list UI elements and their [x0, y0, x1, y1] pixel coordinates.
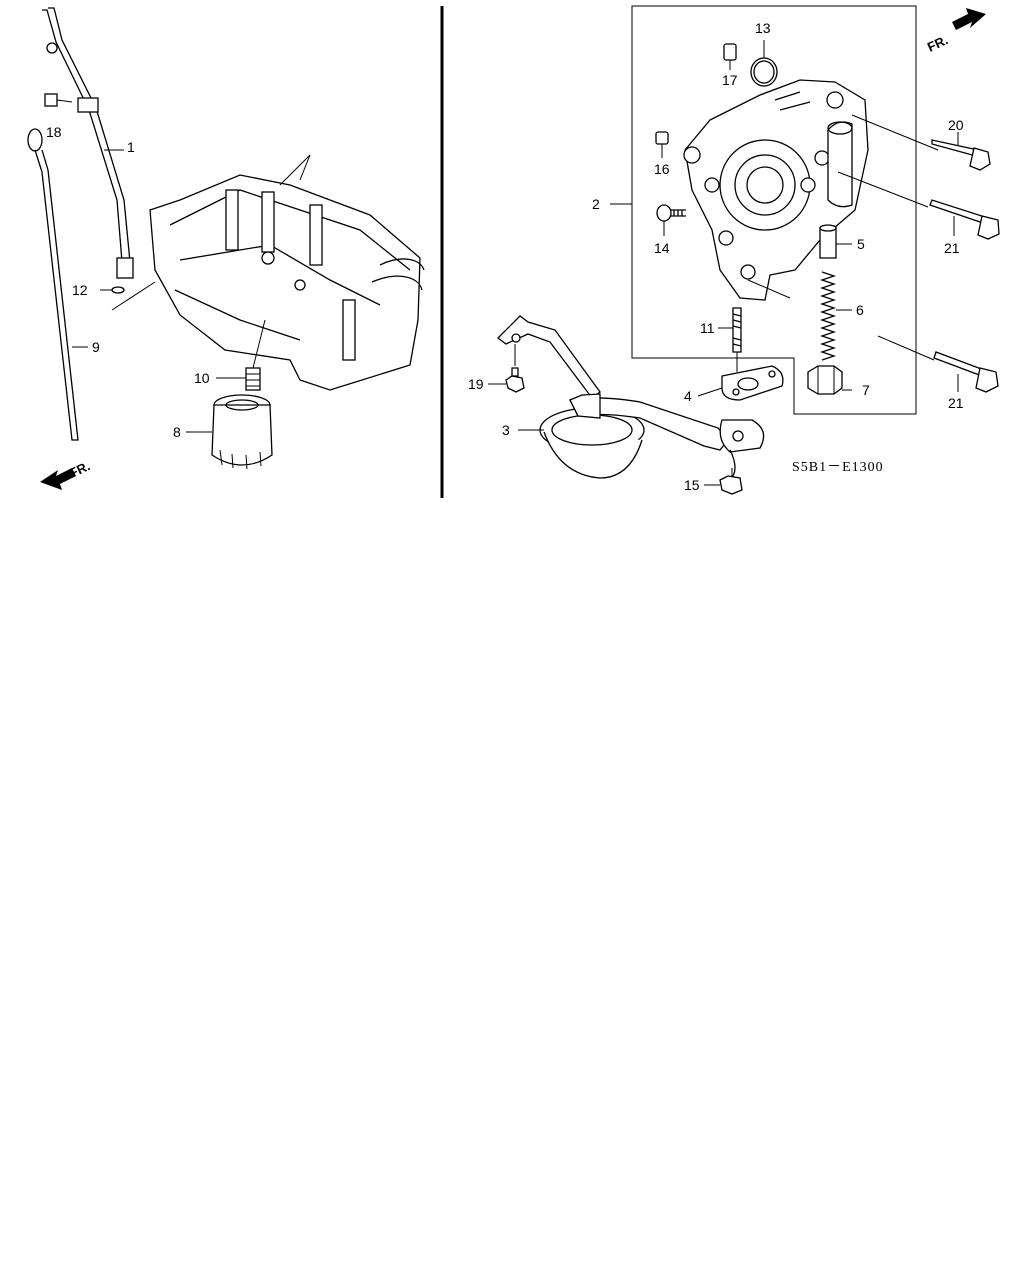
oil-pan-leader-b — [299, 154, 311, 181]
bolt-21-lower — [877, 335, 999, 393]
dipstick-tube — [42, 7, 134, 279]
bolt-19 — [505, 344, 525, 393]
callout-5: 5 — [857, 236, 865, 252]
gasket-4 — [721, 365, 784, 401]
callout-4: 4 — [684, 388, 692, 404]
callout-10: 10 — [194, 370, 210, 386]
callout-19: 19 — [468, 376, 484, 392]
callout-12: 12 — [72, 282, 88, 298]
callout-3: 3 — [502, 422, 510, 438]
callout-15: 15 — [684, 477, 700, 493]
o-ring-12 — [111, 286, 125, 294]
callout-21-lower: 21 — [948, 395, 964, 411]
pump-assembly-bracket — [631, 5, 917, 415]
bolt-21-upper — [837, 171, 1000, 240]
callout-11: 11 — [700, 320, 715, 336]
pan-leader-12 — [111, 281, 156, 311]
o-ring-13 — [750, 57, 778, 87]
callout-2: 2 — [592, 196, 600, 212]
front-direction-arrow-left: FR. — [40, 458, 92, 490]
front-label-right: FR. — [925, 32, 950, 54]
callout-20: 20 — [948, 117, 964, 133]
callout-13: 13 — [755, 20, 771, 36]
callout-9: 9 — [92, 339, 100, 355]
relief-valve-spring-6 — [819, 271, 852, 361]
dowel-pin-16 — [655, 131, 669, 158]
dowel-pin-17 — [723, 43, 737, 70]
relief-valve-plug-7 — [807, 365, 852, 395]
nut-15 — [719, 468, 743, 495]
dipstick — [27, 128, 79, 441]
bolt-20 — [851, 114, 991, 171]
front-label-left: FR. — [67, 458, 92, 480]
callout-21-upper: 21 — [944, 240, 960, 256]
bolt-18 — [44, 93, 73, 107]
oil-strainer — [497, 315, 765, 481]
callout-18: 18 — [46, 124, 62, 140]
oil-pan — [149, 174, 425, 391]
oil-filter — [211, 394, 273, 470]
diagram-code: S5B1－E1300 — [792, 460, 884, 475]
callout-8: 8 — [173, 424, 181, 440]
stud-bolt-11 — [732, 307, 742, 372]
oil-pump-body — [683, 79, 869, 301]
callout-14: 14 — [654, 240, 670, 256]
callout-1: 1 — [127, 139, 135, 155]
oil-pan-leader-a — [279, 154, 311, 186]
front-direction-arrow-right: FR. — [925, 8, 986, 55]
oil-filter-fitting-10 — [245, 319, 266, 391]
callout-17: 17 — [722, 72, 738, 88]
callout-6: 6 — [856, 302, 864, 318]
screw-14 — [656, 204, 686, 236]
callout-7: 7 — [862, 382, 870, 398]
relief-valve-sleeve-5 — [819, 224, 852, 259]
callout-16: 16 — [654, 161, 670, 177]
